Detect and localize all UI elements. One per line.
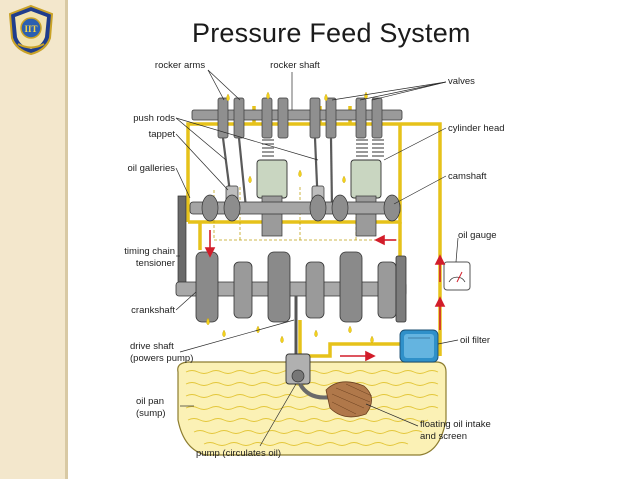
label-camshaft: camshaft <box>448 171 487 182</box>
label-powers-pump: (powers pump) <box>130 353 193 364</box>
oil-pump <box>285 353 311 385</box>
label-push-rods: push rods <box>133 113 175 124</box>
side-strip: IIT <box>0 0 68 479</box>
label-rocker-arms: rocker arms <box>155 60 205 71</box>
screen-mesh <box>331 383 373 415</box>
label-tappet: tappet <box>149 129 176 140</box>
label-oil-pan: oil pan <box>136 396 164 407</box>
label-pump: pump (circulates oil) <box>196 448 281 459</box>
label-oil-galleries: oil galleries <box>127 163 175 174</box>
label-and-screen: and screen <box>420 431 467 442</box>
diagram-labels: rocker arms rocker shaft valves push rod… <box>124 60 504 459</box>
leader-lines <box>175 69 459 447</box>
label-oil-filter: oil filter <box>460 335 490 346</box>
oil-filter <box>399 329 439 363</box>
label-tensioner: tensioner <box>136 258 175 269</box>
label-timing-chain: timing chain <box>124 246 175 257</box>
label-drive-shaft: drive shaft <box>130 341 174 352</box>
label-rocker-shaft: rocker shaft <box>270 60 320 71</box>
label-crankshaft: crankshaft <box>131 305 175 316</box>
oil-drips <box>206 91 374 344</box>
oil-gauge-icon <box>443 261 471 291</box>
crankshaft <box>175 251 407 323</box>
label-oil-gauge: oil gauge <box>458 230 497 241</box>
label-sump: (sump) <box>136 408 166 419</box>
rocker-shaft <box>191 109 403 121</box>
label-cylinder-head: cylinder head <box>448 123 505 134</box>
valve-springs <box>262 139 384 157</box>
label-floating-oil-intake: floating oil intake <box>420 419 491 430</box>
camshaft <box>189 194 401 222</box>
oil-pan <box>177 361 447 456</box>
label-valves: valves <box>448 76 475 87</box>
svg-text:IIT: IIT <box>24 24 37 34</box>
timing-chain-tensioner <box>177 195 187 287</box>
flow-arrows <box>204 230 446 362</box>
slide-title: Pressure Feed System <box>192 18 471 48</box>
college-crest-logo: IIT <box>8 4 54 56</box>
